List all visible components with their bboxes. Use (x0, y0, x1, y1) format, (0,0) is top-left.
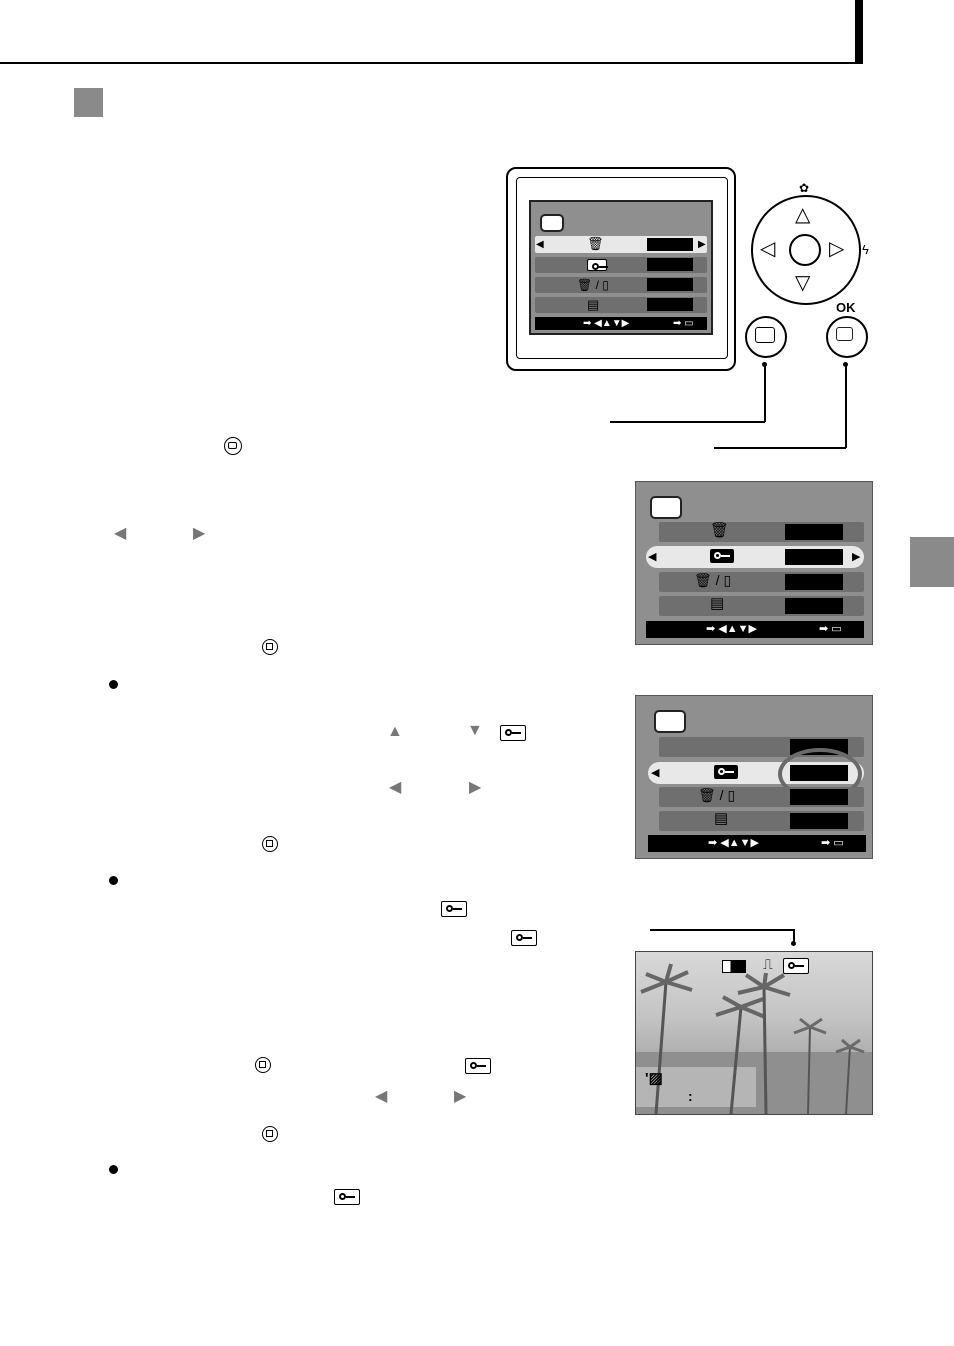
arrow-down-icon: ▼ (467, 722, 483, 739)
print-order-icon: ▤ (710, 595, 725, 612)
macro-icon: ✿ (799, 181, 810, 195)
lcd-screen-protect-select: 🗑 ◀ ▶ 🗑 / ▯ ▤ ➡ ◀▲▼▶ ➡ ▭ (635, 481, 873, 645)
palm-scene-image (636, 963, 872, 1114)
header-rule (0, 62, 862, 64)
key-icon (587, 259, 608, 271)
trash-all-icon: 🗑 / ▯ (698, 787, 736, 803)
directional-pad[interactable] (751, 195, 861, 305)
arrow-right-icon: ▶ (852, 551, 861, 563)
leader-line (714, 447, 846, 449)
display-button-icon (224, 437, 242, 455)
time-separator: : (688, 1088, 693, 1104)
guide-arrows-icon: ➡ ◀▲▼▶ (583, 318, 630, 329)
leader-dot (791, 941, 796, 946)
menu-value (785, 598, 843, 614)
menu-icon (540, 214, 564, 232)
lcd-guide-bar (535, 317, 707, 330)
arrow-right-button[interactable]: ▷ (829, 238, 845, 260)
trash-all-icon: 🗑 / ▯ (577, 278, 609, 292)
key-icon (511, 930, 537, 946)
lcd-guide-bar (646, 621, 864, 638)
menu-button-icon (262, 1126, 278, 1142)
leader-line (845, 364, 847, 448)
battery-icon (722, 960, 746, 973)
menu-value (647, 278, 693, 291)
key-icon (500, 725, 526, 741)
leader-line (764, 364, 766, 422)
header-edge-bar (855, 0, 863, 64)
arrow-left-icon: ◀ (651, 767, 660, 779)
menu-button-icon (262, 836, 278, 852)
key-icon (334, 1189, 360, 1205)
trash-icon: 🗑 (587, 236, 604, 251)
guide-arrows-icon: ➡ ◀▲▼▶ (708, 837, 759, 849)
guide-arrows-icon: ➡ ◀▲▼▶ (706, 623, 757, 635)
arrow-left-icon: ◀ (648, 551, 657, 563)
chapter-tab (910, 537, 954, 587)
menu-value (785, 549, 843, 565)
arrow-right-icon: ▶ (193, 525, 206, 542)
quality-icon: '▨ (645, 1070, 663, 1087)
menu-value (785, 574, 843, 590)
bullet (109, 680, 118, 689)
leader-line (650, 929, 794, 931)
print-order-icon: ▤ (587, 297, 600, 312)
arrow-left-button[interactable]: ◁ (760, 238, 776, 260)
trash-icon: 🗑 (710, 522, 730, 539)
menu-button-icon (836, 327, 853, 341)
menu-icon (654, 710, 686, 733)
lcd-playback-photo: ⎍ '▨ : (635, 951, 873, 1115)
guide-ok-icon: ➡ ▭ (673, 318, 694, 329)
leader-line (610, 421, 765, 423)
arrow-up-icon: ▲ (387, 723, 403, 740)
print-order-icon: ⎍ (763, 956, 773, 972)
display-button-icon (755, 327, 775, 343)
bullet (109, 1165, 118, 1174)
center-button[interactable] (789, 234, 821, 266)
menu-button-icon (255, 1057, 271, 1073)
menu-value (647, 298, 693, 311)
trash-all-icon: 🗑 / ▯ (694, 572, 732, 588)
section-marker (74, 88, 103, 117)
key-icon (465, 1058, 491, 1074)
guide-ok-icon: ➡ ▭ (821, 837, 844, 849)
lcd-guide-bar (648, 835, 866, 852)
arrow-right-icon: ▶ (469, 779, 482, 796)
guide-ok-icon: ➡ ▭ (819, 623, 842, 635)
arrow-left-icon: ◀ (536, 239, 544, 250)
menu-value (790, 813, 848, 829)
key-icon (783, 958, 809, 974)
arrow-down-button[interactable]: ▽ (795, 272, 811, 294)
camera-lcd-screen: ◀ 🗑 ▶ 🗑 / ▯ ▤ ➡ ◀▲▼▶ ➡ ▭ (529, 200, 713, 335)
ok-label: OK (836, 300, 856, 315)
arrow-right-icon: ▶ (698, 239, 706, 250)
print-order-icon: ▤ (714, 810, 729, 827)
key-icon (441, 901, 467, 917)
menu-button-icon (262, 639, 278, 655)
arrow-left-icon: ◀ (114, 525, 127, 542)
leader-line (793, 929, 795, 943)
bullet (109, 876, 118, 885)
menu-value (647, 258, 693, 271)
lcd-screen-protect-on: ◀ 🗑 / ▯ ▤ ➡ ◀▲▼▶ ➡ ▭ (635, 695, 873, 859)
arrow-up-button[interactable]: △ (795, 204, 811, 226)
menu-value (790, 789, 848, 805)
key-icon (710, 549, 734, 563)
menu-icon (650, 496, 682, 519)
menu-value (785, 524, 843, 540)
menu-value (647, 238, 693, 251)
key-icon (714, 765, 738, 779)
flash-icon: ϟ (862, 242, 869, 257)
arrow-left-icon: ◀ (375, 1088, 388, 1105)
camera-back-illustration: ◀ 🗑 ▶ 🗑 / ▯ ▤ ➡ ◀▲▼▶ ➡ ▭ (506, 167, 736, 371)
arrow-left-icon: ◀ (389, 779, 402, 796)
display-button[interactable] (745, 316, 787, 358)
arrow-right-icon: ▶ (454, 1088, 467, 1105)
